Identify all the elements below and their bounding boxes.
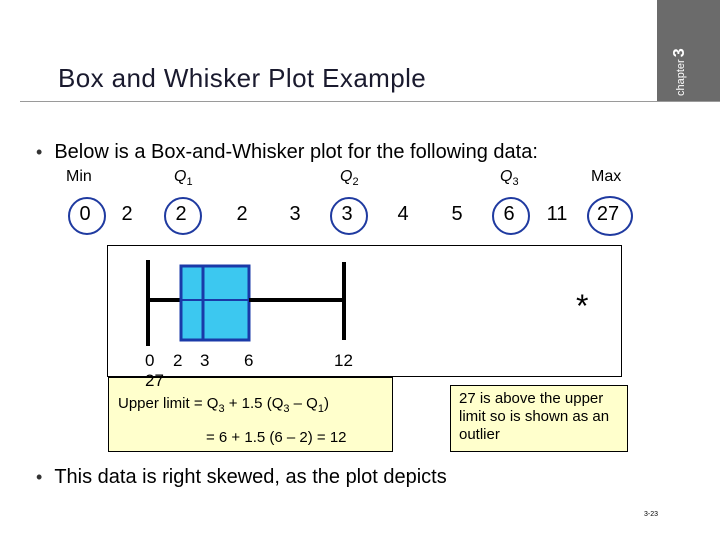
formula-part: + 1.5 (Q — [224, 395, 284, 412]
tick-label: 2 — [173, 351, 183, 370]
header-q2-sub: 2 — [352, 176, 359, 189]
formula-sub: 1 — [317, 403, 324, 415]
chapter-tab: chapter3 — [657, 0, 720, 102]
header-max: Max — [591, 168, 622, 185]
outlier-note: 27 is above the upper limit so is shown … — [450, 385, 628, 452]
header-q2: Q2 — [340, 168, 359, 188]
data-value: 2 — [236, 203, 248, 225]
bullet-marker: • — [36, 467, 43, 487]
formula-part: – Q — [289, 395, 318, 412]
oval-min — [68, 197, 106, 235]
oval-q1 — [164, 197, 202, 235]
formula-box — [108, 377, 393, 452]
tick-label: 0 — [145, 351, 155, 370]
tick-label: 12 — [334, 351, 353, 370]
tick-label: 6 — [244, 351, 254, 370]
formula-part: ) — [323, 395, 329, 412]
tick-label: 27 — [145, 371, 164, 390]
data-value: 2 — [175, 203, 187, 225]
bullet-intro-text: Below is a Box-and-Whisker plot for the … — [54, 141, 538, 163]
bullet-conclusion-text: This data is right skewed, as the plot d… — [54, 466, 447, 488]
formula-sub: 3 — [283, 403, 290, 415]
slide-number: 3-23 — [644, 511, 659, 518]
title-divider — [20, 101, 720, 102]
header-q1: Q1 — [174, 168, 193, 188]
bullet-marker: • — [36, 142, 43, 162]
formula-sub: 3 — [218, 403, 225, 415]
data-value: 5 — [451, 203, 463, 225]
header-q3-sub: 3 — [512, 176, 519, 189]
oval-q3 — [492, 197, 530, 235]
oval-q2 — [330, 197, 368, 235]
header-min: Min — [66, 168, 92, 185]
data-value: 27 — [596, 203, 620, 225]
upper-limit-calculation: = 6 + 1.5 (6 – 2) = 12 — [206, 429, 347, 446]
slide-title: Box and Whisker Plot Example — [58, 63, 427, 93]
bullet-conclusion: • This data is right skewed, as the plot … — [36, 466, 447, 489]
header-q2-letter: Q — [340, 168, 353, 185]
header-q3-letter: Q — [500, 168, 513, 185]
header-q3: Q3 — [500, 168, 519, 188]
header-q1-sub: 1 — [186, 176, 193, 189]
oval-max — [587, 196, 633, 236]
data-value: 4 — [397, 203, 409, 225]
data-value: 3 — [289, 203, 301, 225]
data-value: 3 — [341, 203, 353, 225]
data-value: 6 — [503, 203, 515, 225]
outlier-marker: * — [576, 288, 589, 324]
data-value: 2 — [121, 203, 133, 225]
header-q1-letter: Q — [174, 168, 187, 185]
tick-label: 3 — [200, 351, 210, 370]
formula-part: Upper limit = Q — [118, 395, 219, 412]
box-iqr — [179, 264, 251, 342]
data-value: 11 — [546, 203, 568, 225]
upper-limit-formula: Upper limit = Q3 + 1.5 (Q3 – Q1) — [118, 395, 329, 415]
bullet-intro: • Below is a Box-and-Whisker plot for the… — [36, 141, 538, 164]
data-value: 0 — [79, 203, 91, 225]
